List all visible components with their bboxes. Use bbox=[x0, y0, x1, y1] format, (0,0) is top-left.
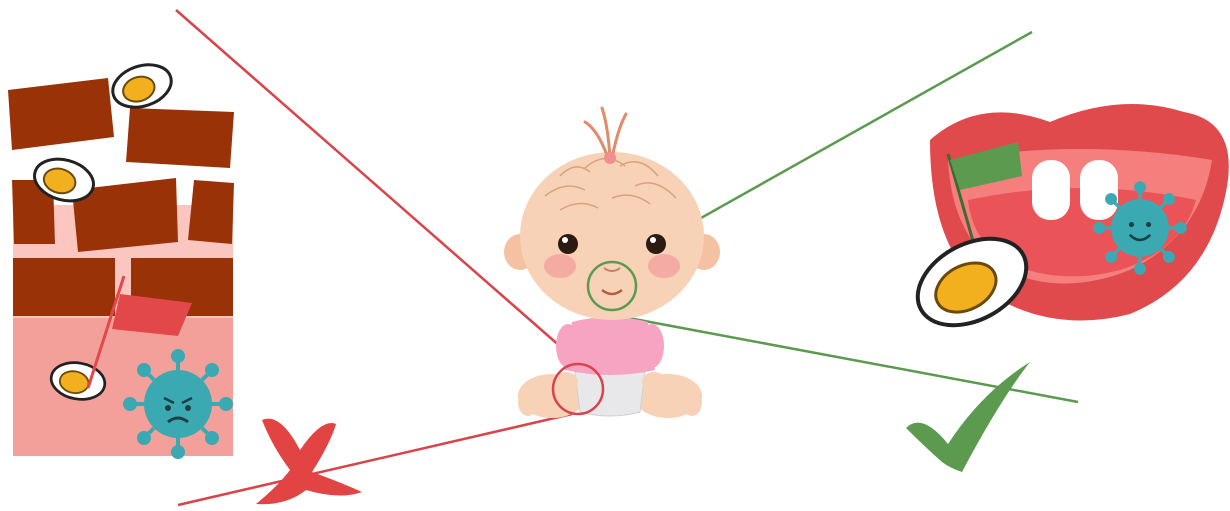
red-connector-line bbox=[176, 10, 578, 362]
egg-icon bbox=[107, 58, 176, 115]
skin-cell bbox=[126, 108, 234, 168]
virus-icon bbox=[1095, 183, 1185, 273]
red-connector-line bbox=[178, 414, 572, 505]
skin-cell bbox=[8, 78, 114, 150]
virus-icon bbox=[125, 351, 231, 457]
check-mark-icon bbox=[906, 362, 1030, 472]
cross-mark-icon bbox=[256, 419, 362, 505]
skin-barrier-panel bbox=[8, 58, 234, 457]
skin-cell bbox=[188, 180, 234, 244]
skin-cell bbox=[13, 258, 115, 316]
